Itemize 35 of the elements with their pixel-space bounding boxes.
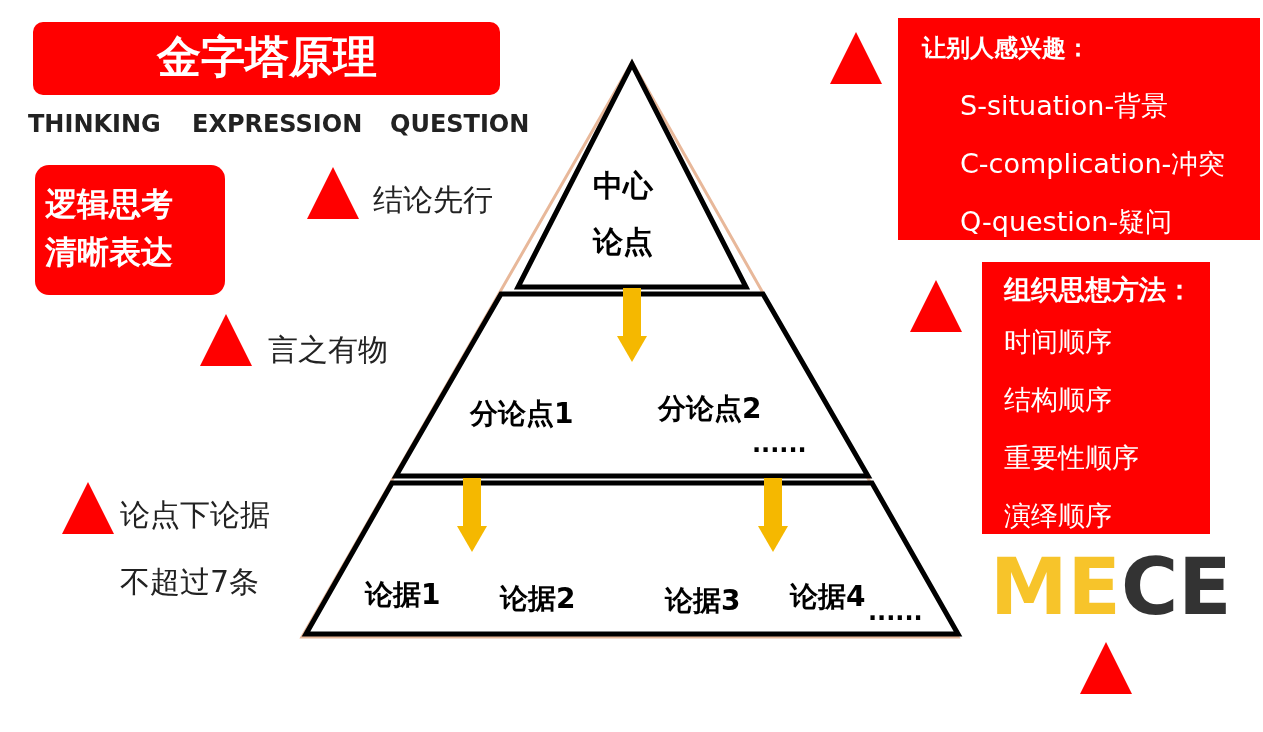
level-text: 分论点2 — [658, 391, 762, 427]
keyword-text: EXPRESSION — [192, 110, 363, 138]
note-text: 不超过7条 — [120, 563, 260, 601]
title-banner — [33, 22, 500, 95]
keyword-text: QUESTION — [390, 110, 530, 138]
level-text: 论据4 — [790, 579, 866, 615]
level-text: 论据3 — [665, 583, 741, 619]
panel-heading: 让别人感兴趣： — [922, 33, 1090, 64]
card-text: 逻辑思考 — [45, 184, 173, 225]
info-panel — [898, 18, 1260, 240]
ellipsis-text: ...... — [752, 430, 807, 458]
keyword-text: THINKING — [28, 110, 161, 138]
panel-item: Q-question-疑问 — [960, 205, 1173, 239]
panel-item: 时间顺序 — [1004, 325, 1112, 359]
level-text: 中心论点 — [591, 167, 654, 261]
panel-item: 演绎顺序 — [1004, 499, 1112, 533]
title-text: 金字塔原理 — [155, 30, 378, 84]
arrow — [617, 288, 647, 362]
level-text: 分论点1 — [470, 396, 574, 432]
level-text: 论据2 — [500, 581, 576, 617]
arrow — [457, 478, 487, 552]
panel-heading: 组织思想方法： — [1004, 273, 1193, 307]
summary-card — [35, 165, 225, 295]
note-text: 结论先行 — [373, 181, 493, 219]
panel-item: 重要性顺序 — [1004, 441, 1139, 475]
panel-item: C-complication-冲突 — [960, 147, 1226, 181]
level-text: 论据1 — [365, 577, 441, 613]
info-panel — [982, 262, 1210, 534]
panel-item: S-situation-背景 — [960, 89, 1169, 123]
panel-item: 结构顺序 — [1004, 383, 1112, 417]
ellipsis-text: ...... — [868, 598, 923, 626]
note-text: 论点下论据 — [120, 496, 270, 534]
card-text: 清晰表达 — [45, 232, 173, 273]
arrow — [758, 478, 788, 552]
note-text: 言之有物 — [268, 331, 388, 369]
